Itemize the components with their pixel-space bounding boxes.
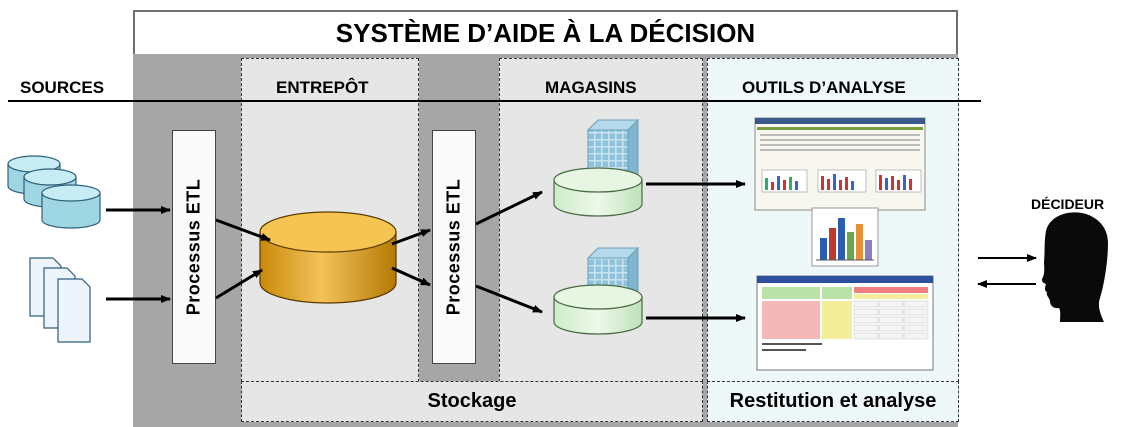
- entrepot-label: ENTREPÔT: [276, 78, 369, 97]
- decision-exchange-arrows: [977, 254, 1037, 288]
- warehouse-database-icon: [259, 211, 397, 304]
- outils-label: OUTILS D’ANALYSE: [742, 78, 906, 97]
- source-documents-icon: [29, 257, 91, 343]
- diagram-title: SYSTÈME D’AIDE À LA DÉCISION: [133, 10, 958, 56]
- data-mart-icon-2: [553, 246, 643, 335]
- source-database-icon: [7, 155, 101, 229]
- sources-label: SOURCES: [20, 78, 105, 97]
- dashboard-screenshot-icon: [754, 117, 926, 211]
- bar-chart-icon: [811, 207, 879, 267]
- etl-box-2: Processus ETL: [432, 130, 476, 364]
- stockage-label: Stockage: [427, 390, 517, 412]
- decideur-label: DÉCIDEUR: [1031, 196, 1105, 212]
- restitution-strip: [707, 381, 959, 422]
- magasins-label: MAGASINS: [545, 78, 637, 97]
- table-window-icon: [756, 275, 934, 371]
- data-mart-icon-1: [553, 118, 643, 217]
- etl-box-1: Processus ETL: [172, 130, 216, 364]
- decision-maker-head-icon: [1042, 212, 1108, 322]
- magasins-panel: [499, 58, 703, 422]
- flow-arrows: [106, 180, 746, 322]
- header-separator: [8, 100, 981, 102]
- restitution-label: Restitution et analyse: [729, 390, 937, 412]
- stockage-strip: [241, 381, 703, 422]
